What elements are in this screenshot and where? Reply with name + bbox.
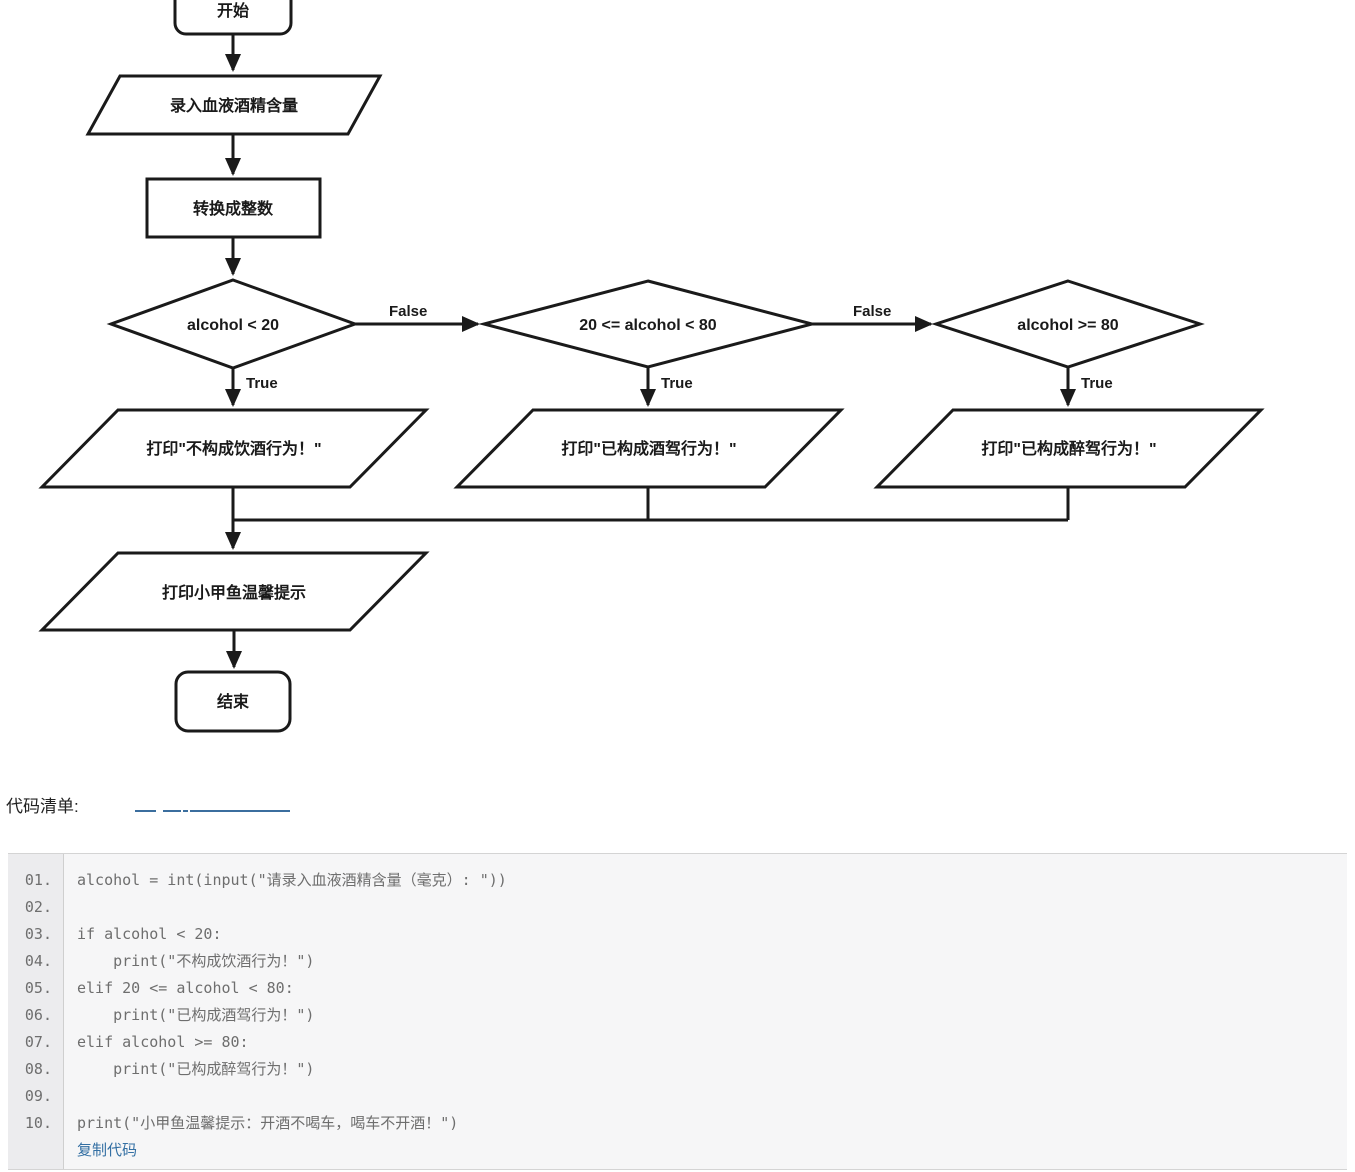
line-number: 02.: [24, 898, 52, 916]
code-line: 04. print("不构成饮酒行为！"): [8, 948, 1347, 975]
decision2-label: 20 <= alcohol < 80: [579, 317, 717, 334]
link-underline-segment: [189, 810, 290, 812]
line-number: 05.: [24, 979, 52, 997]
code-listing-heading-row: 代码清单:: [6, 792, 1355, 816]
code-text: elif alcohol >= 80:: [77, 1033, 249, 1051]
decision1-label: alcohol < 20: [187, 317, 279, 334]
copy-code-row: 复制代码: [8, 1137, 1347, 1164]
code-line: 01. alcohol = int(input("请录入血液酒精含量（毫克）: …: [8, 867, 1347, 894]
print-tip-label: 打印小甲鱼温馨提示: [162, 583, 306, 602]
print-no-drinking-node: [38, 408, 430, 489]
code-line: 05. elif 20 <= alcohol < 80:: [8, 975, 1347, 1002]
code-line: 06. print("已构成酒驾行为！"): [8, 1002, 1347, 1029]
convert-node-label: 转换成整数: [193, 199, 274, 218]
code-block: 01. alcohol = int(input("请录入血液酒精含量（毫克）: …: [8, 853, 1347, 1170]
code-line: 02.: [8, 894, 1347, 921]
code-text: print("已构成酒驾行为！"): [77, 1006, 315, 1024]
print3-label: 打印"已构成醉驾行为！": [981, 439, 1156, 458]
code-listing-link[interactable]: [134, 795, 290, 813]
convert-node: [145, 177, 322, 239]
line-number: 04.: [24, 952, 52, 970]
flowchart: 开始 录入血液酒精含量 转换成整数 alcohol < 20 False 20 …: [38, 0, 1265, 733]
code-line: 03. if alcohol < 20:: [8, 921, 1347, 948]
code-text: [64, 894, 77, 921]
line-number: 08.: [24, 1060, 52, 1078]
false-label-2: False: [853, 303, 891, 320]
true-label-2: True: [661, 375, 693, 392]
end-node: [174, 670, 292, 733]
line-number: 03.: [24, 925, 52, 943]
code-line: 07. elif alcohol >= 80:: [8, 1029, 1347, 1056]
false-label-1: False: [389, 303, 427, 320]
decision3-label: alcohol >= 80: [1017, 317, 1118, 334]
print-drunk-driving-node: [453, 408, 845, 489]
code-text: print("已构成醉驾行为！"): [77, 1060, 315, 1078]
link-underline-segment: [182, 810, 188, 812]
true-label-1: True: [246, 375, 278, 392]
line-number: 07.: [24, 1033, 52, 1051]
true-label-3: True: [1081, 375, 1113, 392]
code-text: if alcohol < 20:: [77, 925, 222, 943]
print2-label: 打印"已构成酒驾行为！": [561, 439, 736, 458]
code-listing-heading: 代码清单:: [6, 797, 79, 816]
input-node: [85, 74, 383, 136]
input-node-label: 录入血液酒精含量: [170, 96, 298, 115]
print-heavily-drunk-node: [873, 408, 1265, 489]
code-text: [64, 1083, 77, 1110]
link-underline-segment: [134, 810, 156, 812]
end-node-label: 结束: [216, 692, 250, 711]
print1-label: 打印"不构成饮酒行为！": [146, 439, 321, 458]
code-line: 09.: [8, 1083, 1347, 1110]
copy-code-link[interactable]: 复制代码: [77, 1141, 138, 1159]
code-text: print("小甲鱼温馨提示：开酒不喝车，喝车不开酒！"): [77, 1114, 459, 1132]
print-tip-node: [38, 551, 430, 632]
code-line: 10. print("小甲鱼温馨提示：开酒不喝车，喝车不开酒！"): [8, 1110, 1347, 1137]
code-text: print("不构成饮酒行为！"): [77, 952, 315, 970]
link-underline-segment: [162, 810, 181, 812]
code-text: alcohol = int(input("请录入血液酒精含量（毫克）: ")): [77, 871, 507, 889]
line-number: 01.: [24, 871, 52, 889]
line-number: 09.: [24, 1087, 52, 1105]
code-text: elif 20 <= alcohol < 80:: [77, 979, 294, 997]
line-number-empty: [8, 1137, 64, 1164]
line-number: 10.: [24, 1114, 52, 1132]
start-node-label: 开始: [217, 1, 249, 20]
code-line: 08. print("已构成醉驾行为！"): [8, 1056, 1347, 1083]
line-number: 06.: [24, 1006, 52, 1024]
